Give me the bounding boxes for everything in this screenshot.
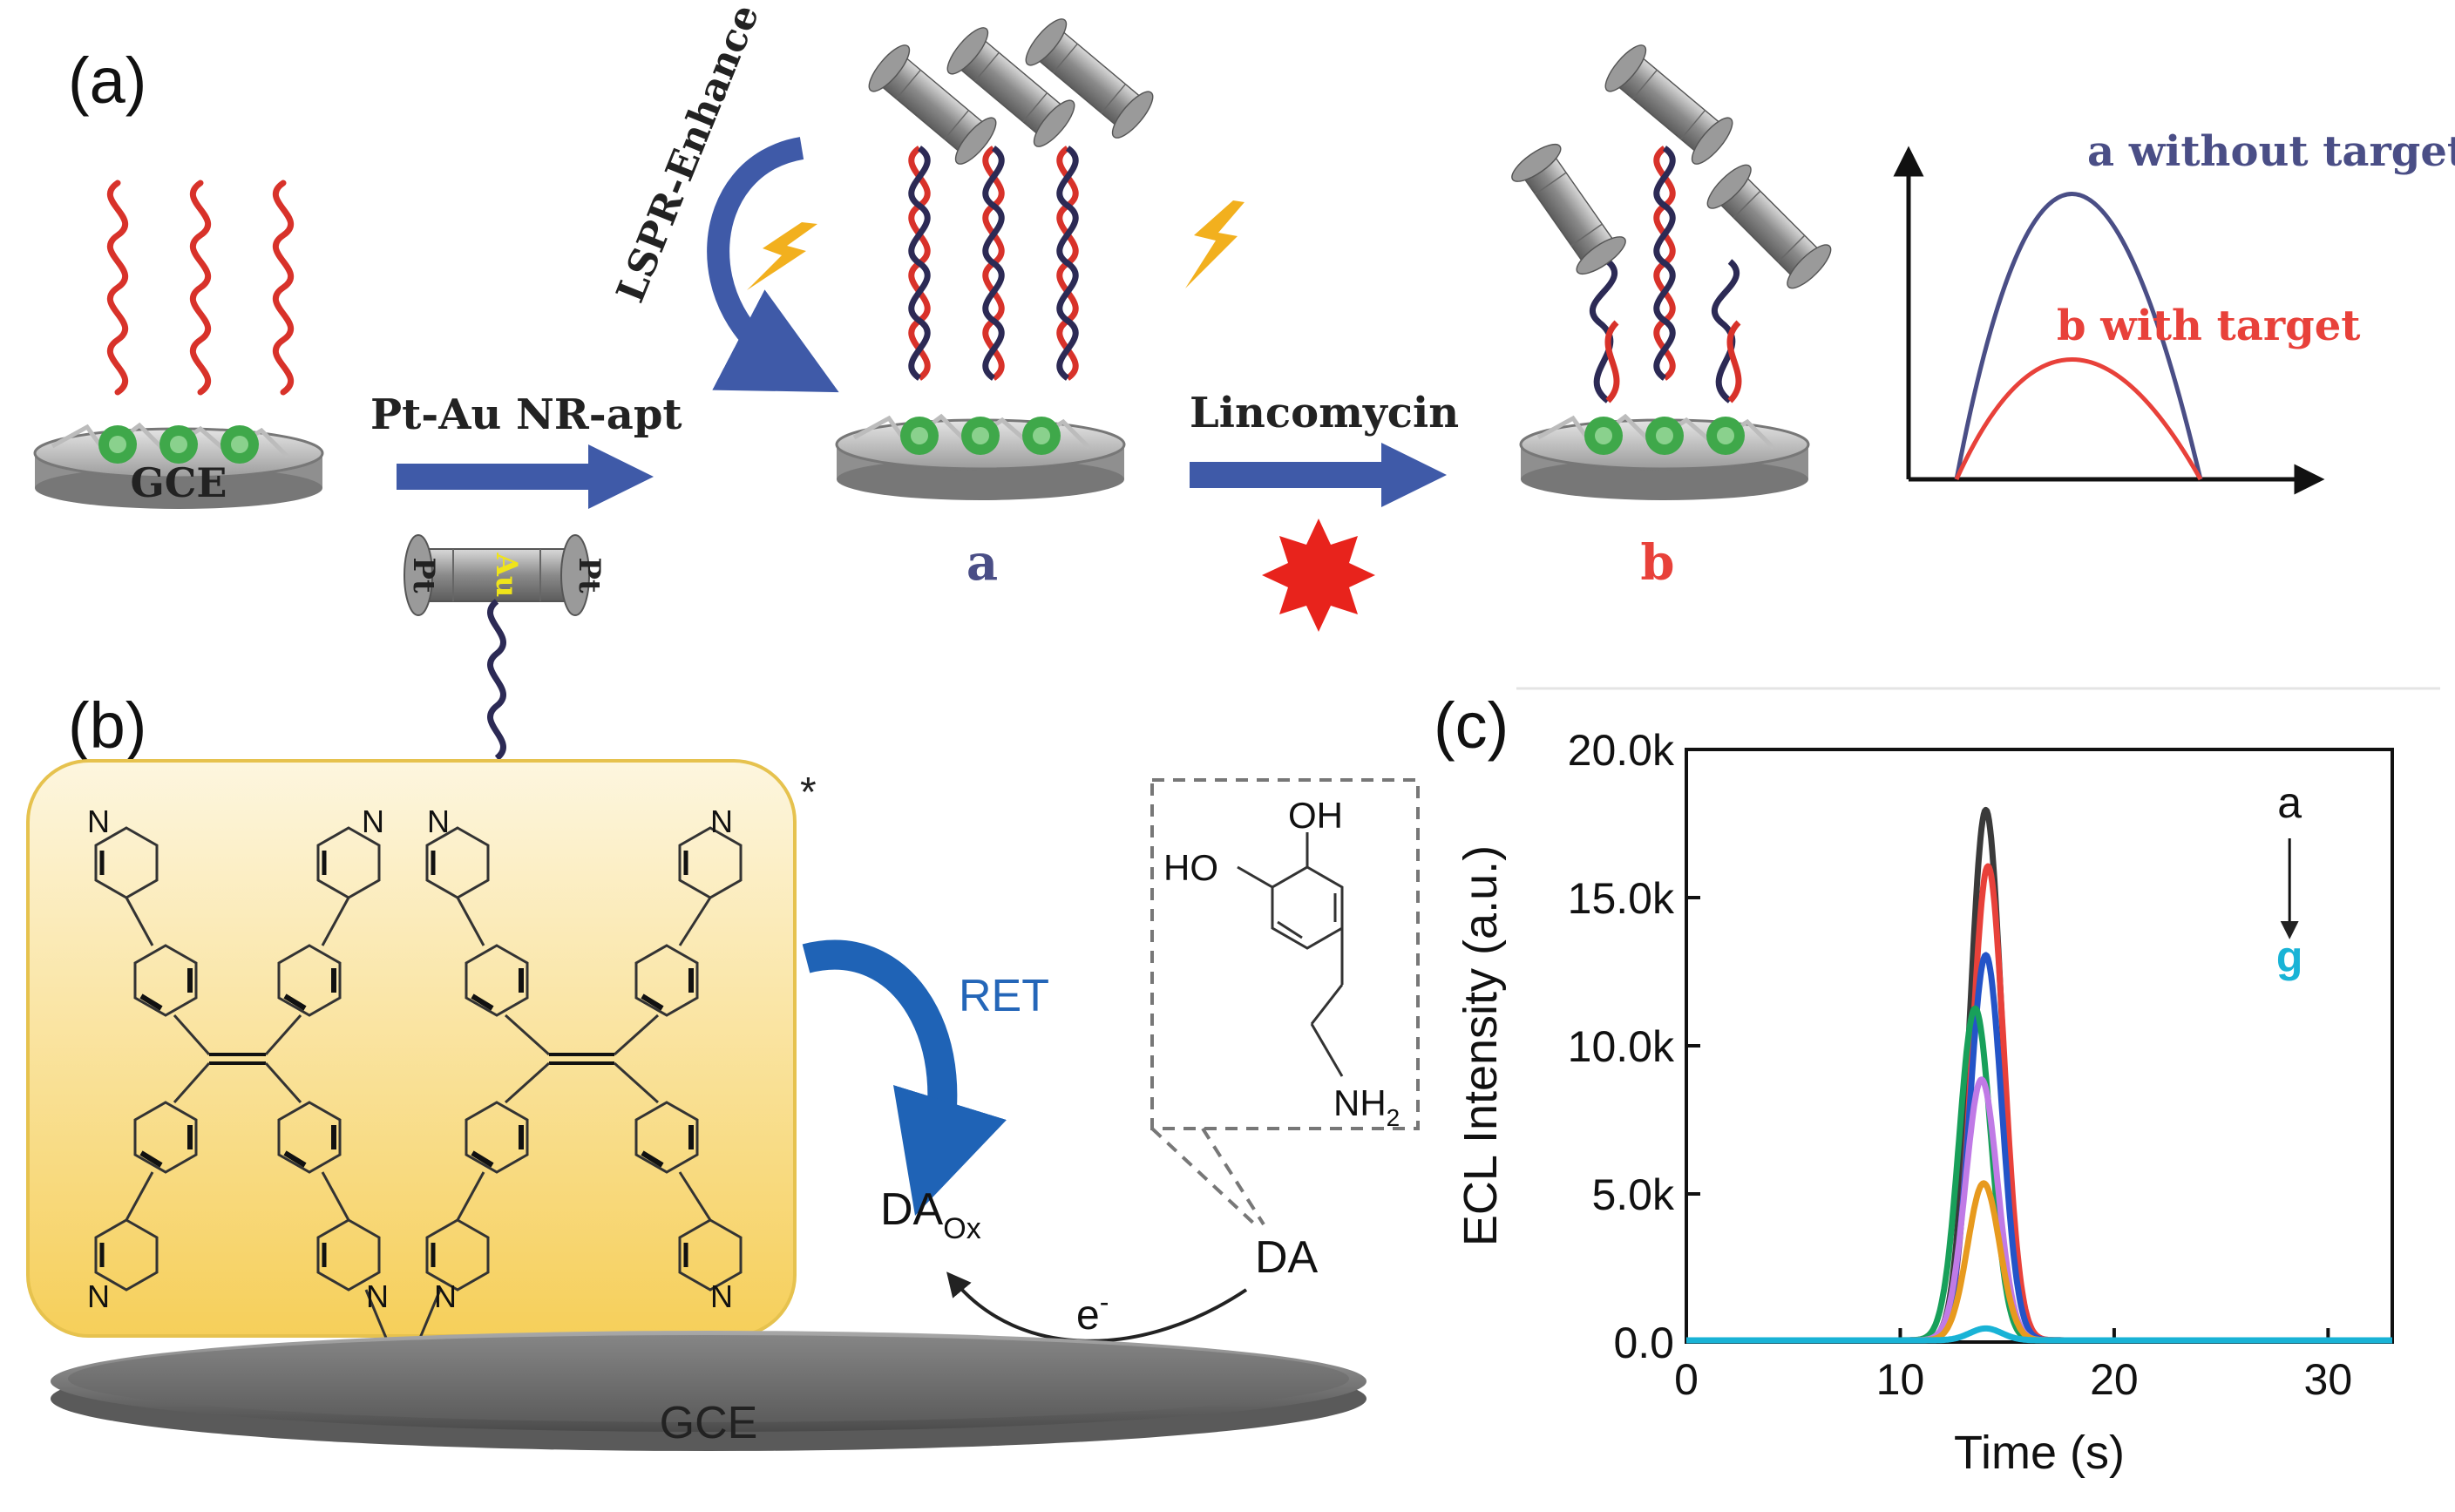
step2-arrow xyxy=(1190,443,1447,507)
inset-legend-a: a without target xyxy=(2087,127,2455,176)
panel-b: (b) * xyxy=(26,689,1420,1451)
x-tick-label: 10 xyxy=(1876,1355,1925,1404)
n-atom-label: N xyxy=(710,803,733,839)
da-ox-label: DAOx xyxy=(880,1184,981,1245)
x-tick-label: 20 xyxy=(2090,1355,2139,1404)
n-atom-label: N xyxy=(362,803,384,839)
y-tick-label: 0.0 xyxy=(1613,1319,1674,1367)
lightning-bolt-icon xyxy=(1185,200,1244,288)
mof-box xyxy=(26,759,797,1338)
n-atom-label: N xyxy=(427,803,450,839)
series-line-e xyxy=(1684,1076,2395,1344)
y-tick-label: 10.0k xyxy=(1568,1022,1675,1071)
electrode-gce-label: GCE xyxy=(131,459,227,506)
da-label: DA xyxy=(1255,1232,1319,1283)
molecule-structure xyxy=(96,828,741,1343)
ho-label: HO xyxy=(1163,847,1218,888)
step2-label: Lincomycin xyxy=(1190,389,1459,437)
rod-pt-right-label: Pt xyxy=(572,557,607,593)
bare-electrode: GCE xyxy=(35,183,322,509)
y-axis-label: ECL Intensity (a.u.) xyxy=(1455,845,1507,1246)
state-a-electrode xyxy=(837,12,1160,500)
excited-state-mark: * xyxy=(800,770,817,816)
panel-c-label: (c) xyxy=(1434,689,1509,762)
series-line-c xyxy=(1684,952,2395,1344)
y-tick-label: 15.0k xyxy=(1568,874,1675,923)
lspr-curved-arrow xyxy=(707,137,839,393)
electron-label: e- xyxy=(1076,1286,1109,1339)
annotation-g: g xyxy=(2276,932,2303,981)
lincomycin-star-icon xyxy=(1262,519,1375,632)
gce-label: GCE xyxy=(660,1398,758,1448)
step1-label: Pt-Au NR-apt xyxy=(370,390,682,439)
ret-label: RET xyxy=(959,971,1049,1021)
inset-legend-b: b with target xyxy=(2057,302,2360,350)
n-atom-label: N xyxy=(710,1278,733,1314)
n-atom-label: N xyxy=(87,1278,110,1314)
pt-au-nanorod: Pt Pt Au xyxy=(404,534,607,761)
series-line-g xyxy=(1684,1325,2395,1344)
rod-pt-left-label: Pt xyxy=(406,557,441,593)
n-atom-label: N xyxy=(366,1278,389,1314)
nh2-label: NH2 xyxy=(1333,1082,1400,1131)
panel-a-label: (a) xyxy=(68,44,146,117)
series-line-a xyxy=(1684,806,2395,1344)
series-line-f xyxy=(1684,1180,2395,1344)
x-tick-label: 30 xyxy=(2304,1355,2353,1404)
inset-plot: a without target b with target xyxy=(1893,127,2455,495)
panel-a: (a) GCE Pt-Au NR-apt Pt Pt Au LSPR-Enhan… xyxy=(35,0,2455,761)
lspr-label: LSPR-Enhance xyxy=(608,0,768,309)
inset-curve-without-target xyxy=(1954,192,2203,480)
rod-au-label: Au xyxy=(489,552,524,597)
ret-arrow xyxy=(802,939,1007,1217)
n-atom-label: N xyxy=(87,803,110,839)
dopamine-callout: OH HO NH2 xyxy=(1150,778,1420,1226)
state-a-label: a xyxy=(966,534,998,592)
state-b-label: b xyxy=(1640,534,1674,592)
state-b-electrode xyxy=(1506,38,1838,500)
y-tick-label: 20.0k xyxy=(1568,726,1675,775)
lightning-bolt-icon xyxy=(747,222,817,290)
y-tick-label: 5.0k xyxy=(1591,1170,1675,1219)
oh-label: OH xyxy=(1288,795,1343,836)
nitrogen-labels: N N N N N N N N xyxy=(87,803,733,1314)
gce-electrode: GCE xyxy=(51,1331,1367,1451)
panel-b-label: (b) xyxy=(68,689,146,762)
n-atom-label: N xyxy=(434,1278,457,1314)
plot-frame xyxy=(1685,748,2394,1344)
series-line-d xyxy=(1684,1005,2395,1344)
inset-curve-with-target xyxy=(1954,357,2203,481)
x-axis-label: Time (s) xyxy=(1954,1427,2125,1479)
x-tick-label: 0 xyxy=(1674,1355,1699,1404)
step1-arrow xyxy=(397,444,654,509)
annotation-a: a xyxy=(2277,778,2302,827)
